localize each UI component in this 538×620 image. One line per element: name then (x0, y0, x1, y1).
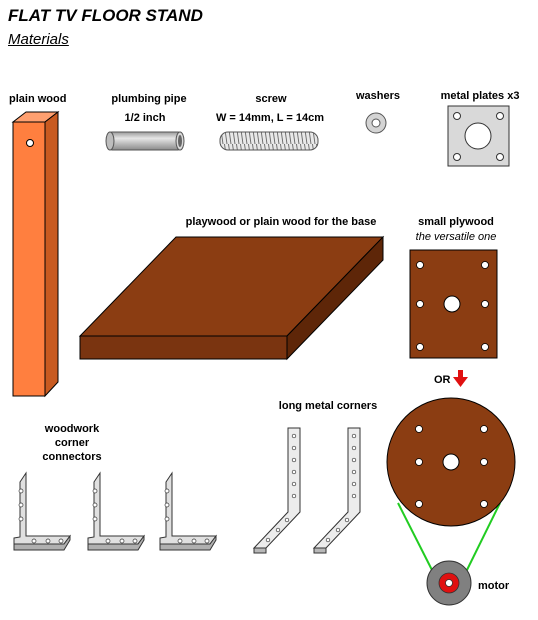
or-label: OR (434, 374, 451, 386)
long-metal-corner (252, 427, 301, 554)
long-metal-corner (312, 427, 361, 554)
down-arrow-icon (453, 370, 468, 387)
metal-plate (447, 105, 510, 167)
woodwork-corner-connector (13, 471, 71, 551)
screw (219, 131, 319, 151)
page-subtitle: Materials (8, 31, 69, 48)
versatile-label: the versatile one (415, 231, 497, 243)
base-label: playwood or plain wood for the base (185, 216, 377, 228)
plain-wood-post (11, 110, 60, 398)
motor-label: motor (478, 580, 510, 592)
plumbing-pipe-label: plumbing pipe (111, 93, 187, 105)
plain-wood-label: plain wood (9, 93, 67, 105)
screw-size-label: W = 14mm, L = 14cm (215, 112, 325, 124)
round-plywood-disc (386, 397, 516, 527)
drive-belt (397, 502, 501, 575)
screw-label: screw (255, 93, 287, 105)
washers-label: washers (355, 90, 401, 102)
metal-plates-label: metal plates x3 (440, 90, 520, 102)
motor (426, 560, 472, 606)
woodwork-label-line2: corner (54, 437, 90, 449)
woodwork-label-line1: woodwork (44, 423, 100, 435)
washer (365, 112, 387, 134)
small-plywood-label: small plywood (418, 216, 494, 228)
page-title: FLAT TV FLOOR STAND (8, 6, 203, 25)
pipe-size-label: 1/2 inch (124, 112, 166, 124)
base-board (78, 235, 385, 361)
plumbing-pipe (105, 131, 185, 151)
woodwork-corner-connector (159, 471, 217, 551)
small-plywood (409, 249, 498, 359)
woodwork-corner-connector (87, 471, 145, 551)
long-corners-label: long metal corners (278, 400, 378, 412)
woodwork-label-line3: connectors (42, 451, 102, 463)
